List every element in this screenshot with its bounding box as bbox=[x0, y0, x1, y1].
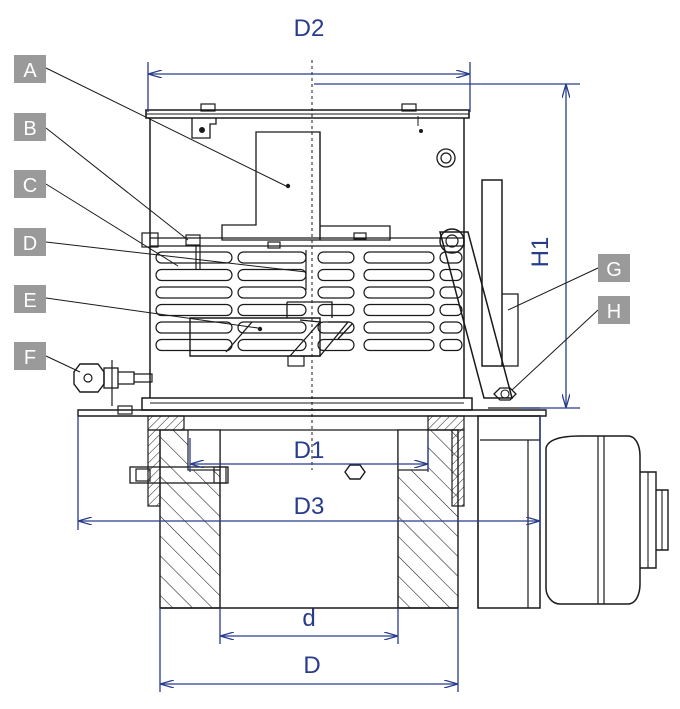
grille-slot bbox=[439, 321, 463, 334]
dim-label-h1: H1 bbox=[527, 237, 554, 268]
ventilation-grille bbox=[155, 251, 463, 352]
grille-slot bbox=[363, 303, 435, 317]
callout-h: H bbox=[598, 296, 630, 324]
base-plate bbox=[77, 397, 547, 417]
callout-c: C bbox=[14, 170, 46, 198]
duct-section bbox=[129, 60, 465, 609]
motor-arm bbox=[439, 179, 540, 409]
grille-slot bbox=[155, 321, 233, 334]
callout-a: A bbox=[14, 55, 46, 83]
grille-slot bbox=[155, 303, 233, 317]
grille-slot bbox=[155, 286, 233, 299]
grille-slot bbox=[363, 321, 435, 334]
grille-slot bbox=[237, 251, 307, 264]
left-knob bbox=[73, 360, 153, 415]
grille-slot bbox=[439, 338, 463, 352]
dim-label-d1: D1 bbox=[294, 437, 325, 464]
callout-h-label: H bbox=[607, 301, 621, 323]
grille-slot bbox=[439, 268, 463, 282]
callout-b-label: B bbox=[23, 118, 36, 140]
motor bbox=[477, 415, 669, 609]
dim-label-d-large: D bbox=[303, 652, 320, 679]
callout-f-label: F bbox=[24, 347, 36, 369]
grille-slot bbox=[317, 303, 355, 317]
grille-slot bbox=[439, 286, 463, 299]
grille-slot bbox=[237, 321, 307, 334]
callout-d: D bbox=[14, 228, 46, 256]
callout-e-label: E bbox=[23, 290, 36, 312]
dim-label-d2: D2 bbox=[294, 15, 325, 42]
grille-slot bbox=[237, 286, 307, 299]
callout-d-label: D bbox=[23, 233, 37, 255]
impeller bbox=[189, 301, 353, 367]
callout-a-label: A bbox=[23, 60, 37, 82]
callout-c-label: C bbox=[23, 175, 37, 197]
grille-slot bbox=[237, 303, 307, 317]
grille-slot bbox=[439, 303, 463, 317]
grille-slot bbox=[237, 268, 307, 282]
grille-slot bbox=[237, 338, 307, 352]
dimension-lines bbox=[77, 62, 580, 692]
grille-slot bbox=[155, 338, 233, 352]
grille-slot bbox=[317, 338, 355, 352]
grille-slot bbox=[317, 286, 355, 299]
grille-slot bbox=[363, 268, 435, 282]
grille-slot bbox=[363, 251, 435, 264]
fan-housing bbox=[141, 103, 470, 398]
grille-slot bbox=[317, 251, 355, 264]
grille-slot bbox=[439, 251, 463, 264]
dim-label-d3: D3 bbox=[294, 493, 325, 520]
grille-slot bbox=[155, 251, 233, 264]
callout-e: E bbox=[14, 285, 46, 313]
dim-label-d-small: d bbox=[302, 605, 315, 632]
grille-slot bbox=[155, 268, 233, 282]
callout-g-label: G bbox=[606, 259, 622, 281]
grille-slot bbox=[363, 286, 435, 299]
grille-slot bbox=[317, 268, 355, 282]
callout-b: B bbox=[14, 113, 46, 141]
callout-leaders bbox=[45, 67, 599, 391]
grille-slot bbox=[363, 338, 435, 352]
callout-g: G bbox=[598, 254, 630, 282]
callout-f: F bbox=[14, 342, 46, 370]
